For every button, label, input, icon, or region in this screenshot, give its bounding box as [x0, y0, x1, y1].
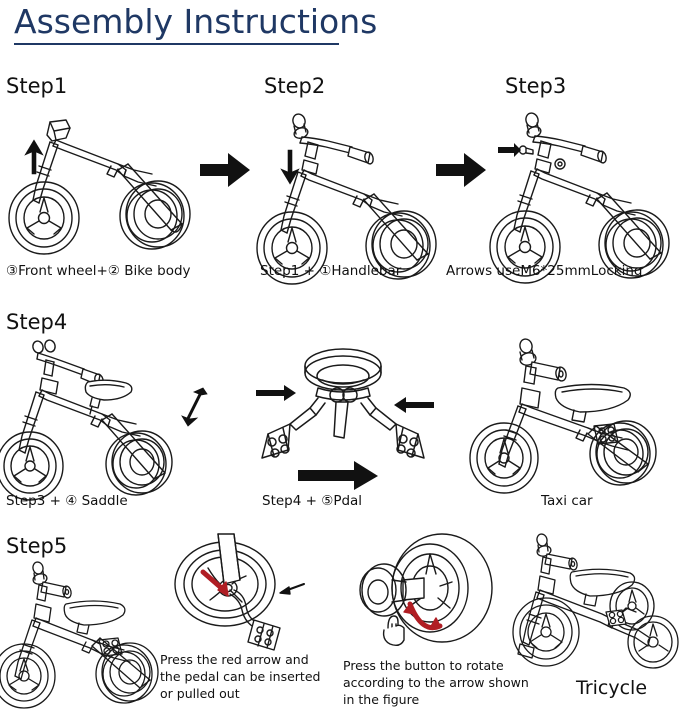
- arrow-down-icon-step4-saddle: [179, 386, 211, 427]
- step-label-step1: Step1: [6, 74, 68, 98]
- figure-wheel-button-rotate: [348, 530, 504, 656]
- step-label-step3: Step3: [505, 74, 567, 98]
- caption-step2: Step1 + ①Handlebar: [260, 263, 402, 279]
- page-title-block: Assembly Instructions: [14, 2, 454, 45]
- arrow-down-icon-step2: [278, 149, 302, 185]
- caption-step1: ③Front wheel+② Bike body: [6, 263, 191, 279]
- caption-taxi-car: Taxi car: [541, 493, 593, 509]
- figure-step4-saddle-attach: [0, 334, 216, 501]
- caption-tricycle: Tricycle: [576, 677, 648, 699]
- step-label-step2: Step2: [264, 74, 326, 98]
- figure-step2-handlebar-insert: [252, 108, 452, 285]
- connector-arrow-step2-step3: [436, 150, 488, 195]
- figure-step3-bolt-lock: [489, 108, 679, 284]
- arrow-up-icon-step1: [22, 139, 46, 175]
- figure-pedal-crank-assembly: [250, 340, 440, 490]
- page-title: Assembly Instructions: [14, 2, 378, 41]
- connector-arrow-step1-step2: [200, 150, 252, 195]
- caption-step3: Arrows useM6*25mmLocking: [446, 263, 643, 279]
- figure-completed-balance-bike: [462, 332, 674, 494]
- caption-button-rotate: Press the button to rotate according to …: [343, 658, 529, 707]
- step-label-step4: Step4: [6, 310, 68, 334]
- step-label-step5: Step5: [6, 534, 68, 558]
- figure-step5-bike-with-pedals: [0, 556, 165, 709]
- figure-completed-tricycle: [510, 528, 679, 669]
- figure-wheel-pedal-release: [170, 532, 320, 654]
- caption-step4-pedal: Step4 + ⑤Pdal: [262, 493, 363, 509]
- title-underline: [14, 43, 339, 45]
- caption-pedal-release: Press the red arrow and the pedal can be…: [160, 652, 321, 701]
- figure-step1-front-wheel-attach: [6, 108, 206, 260]
- caption-step4: Step3 + ④ Saddle: [6, 493, 128, 509]
